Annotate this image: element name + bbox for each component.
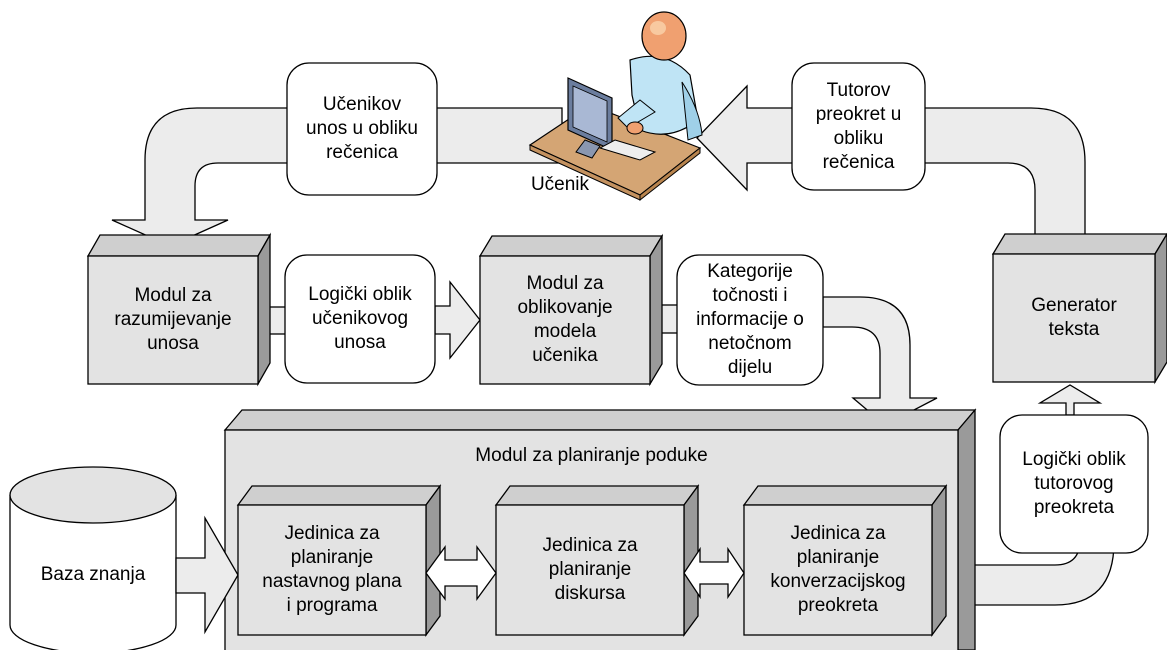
arrow-to-generator — [1037, 384, 1103, 416]
accuracy-info-box — [676, 254, 824, 386]
tutor-turn-box — [791, 62, 926, 191]
logical-student-input-box — [284, 254, 436, 384]
discourse-unit-box — [494, 484, 700, 637]
discourse-unit-label: Jedinica za planiranje diskursa — [542, 535, 638, 604]
logical-tutor-turn-label: Logički oblik tutorovog preokreta — [1022, 449, 1126, 518]
curriculum-unit-label: Jedinica za planiranje nastavnog plana i… — [262, 523, 402, 616]
double-arrow-discourse-conversation — [683, 546, 745, 600]
arrow-from-knowledge-base — [175, 515, 239, 635]
double-arrow-curriculum-discourse — [425, 545, 497, 601]
planning-module-title: Modul za planiranje poduke — [475, 445, 708, 466]
curriculum-unit-box — [236, 484, 442, 637]
student-input-arrow — [111, 107, 563, 247]
tutor-turn-label: Tutorov preokret u obliku rečenica — [815, 79, 902, 173]
accuracy-info-label: Kategorije točnosti i informacije o neto… — [696, 261, 804, 378]
knowledge-base-cylinder — [9, 466, 177, 650]
logical-student-input-label: Logički oblik učenikovog unosa — [308, 284, 412, 353]
understanding-module-box — [86, 232, 272, 387]
conversation-unit-box — [742, 484, 948, 637]
understanding-module-label: Modul za razumijevanje unosa — [114, 285, 232, 354]
student-model-label: Modul za oblikovanje modela učenika — [517, 273, 613, 366]
student-input-box — [286, 62, 438, 196]
text-generator-box — [991, 232, 1167, 385]
arrow-to-planning — [822, 296, 938, 426]
student-input-label: Učenikov unos u obliku rečenica — [306, 94, 418, 163]
student-icon — [528, 11, 703, 202]
student-model-box — [478, 233, 664, 387]
logical-tutor-turn-box — [999, 414, 1149, 554]
knowledge-base-label: Baza znanja — [40, 564, 146, 585]
student-label: Učenik — [530, 174, 590, 195]
conversation-unit-label: Jedinica za planiranje konverzacijskog p… — [770, 523, 906, 616]
text-generator-label: Generator teksta — [1031, 295, 1117, 340]
arrow-to-student-model — [434, 280, 481, 360]
